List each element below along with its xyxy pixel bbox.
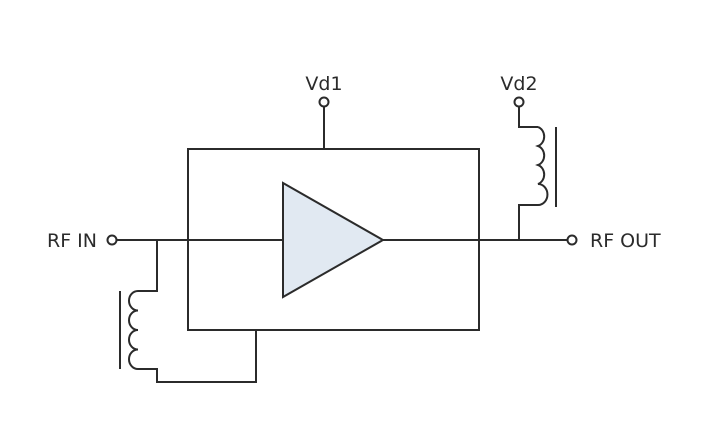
rf-out-label: RF OUT (590, 230, 661, 252)
vd1-label: Vd1 (305, 73, 342, 95)
input-inductor-coil (128, 290, 139, 370)
rf-in-label: RF IN (47, 230, 97, 252)
input-return-loop (138, 330, 257, 383)
vd2-terminal (513, 96, 525, 108)
vd2-lead-bottom (518, 204, 538, 240)
input-inductor-lead-top (138, 240, 158, 292)
vd2-lead-top (518, 107, 538, 128)
vd2-inductor-coil (535, 126, 549, 206)
rf-out-terminal[interactable] (566, 234, 578, 246)
rf-in-terminal[interactable] (106, 234, 118, 246)
vd2-label: Vd2 (500, 73, 537, 95)
vd1-terminal (318, 96, 330, 108)
